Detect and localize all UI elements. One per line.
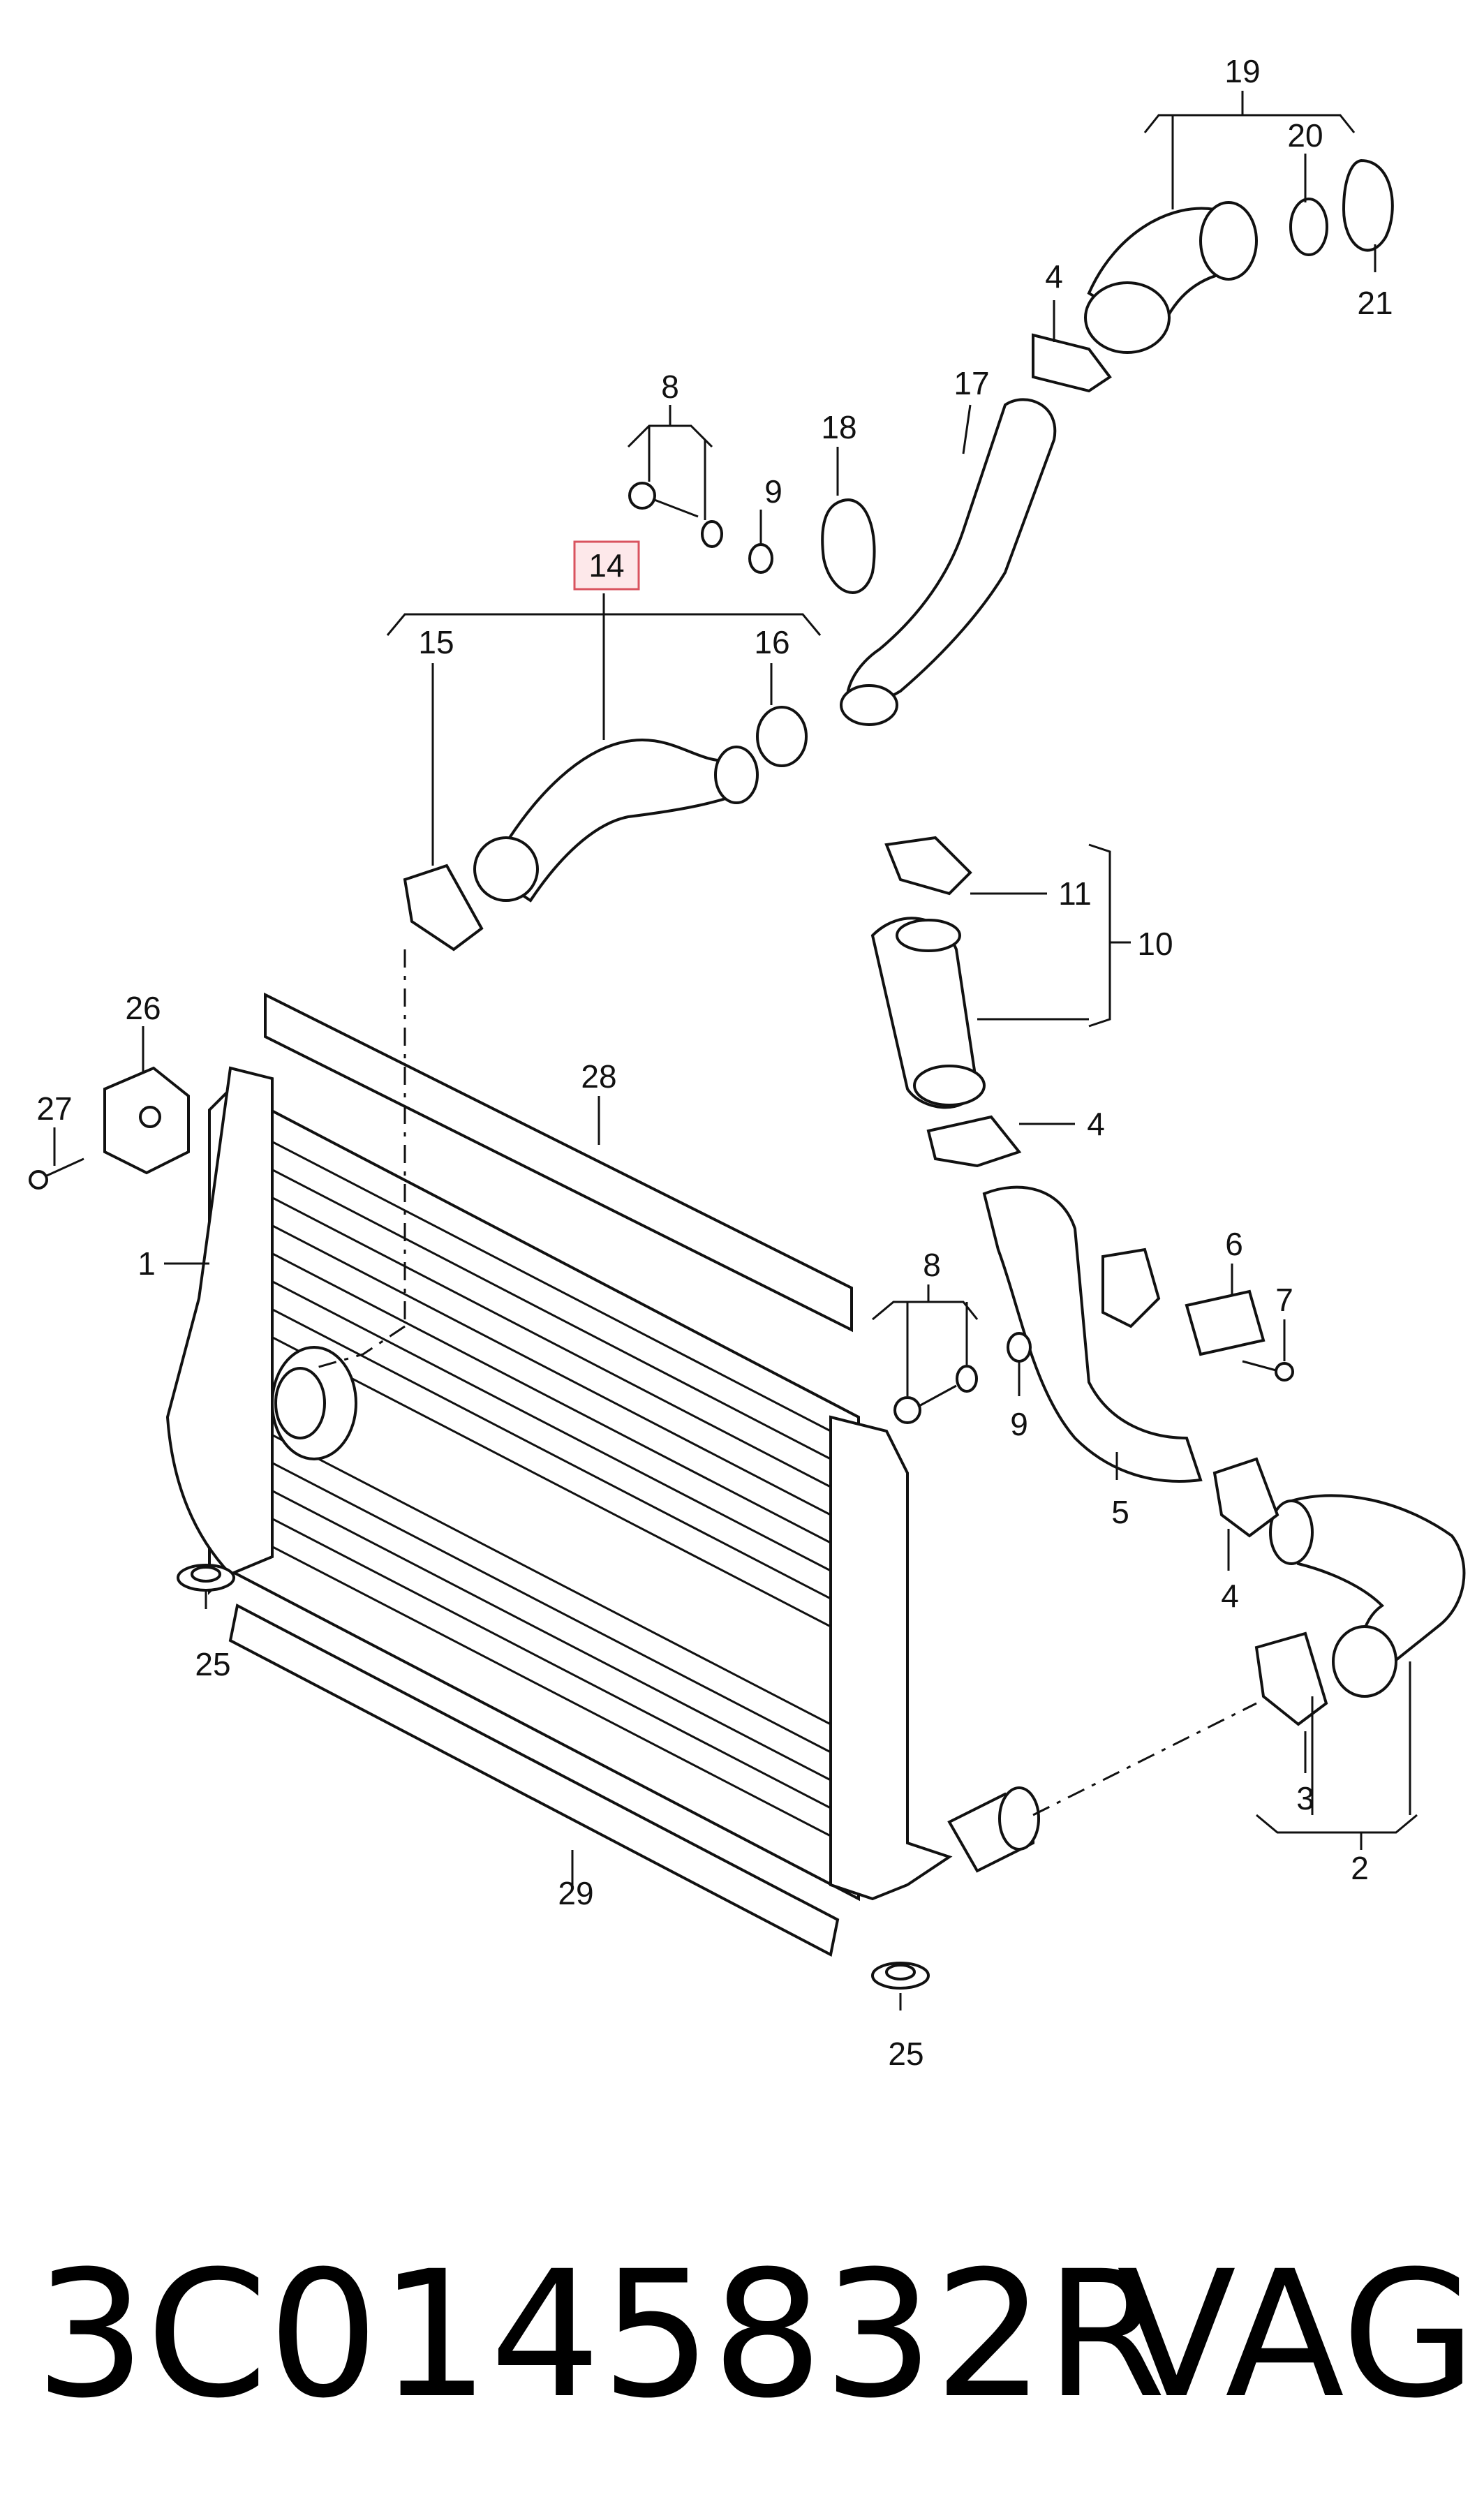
callout-5: 5 <box>1111 1494 1129 1530</box>
seal-ring-20 <box>1289 198 1328 256</box>
callout-26: 26 <box>125 990 161 1026</box>
charge-air-hose-2 <box>1269 1494 1466 1698</box>
bolt-upper <box>628 482 773 574</box>
bracket <box>103 1066 190 1175</box>
air-guide-upper <box>264 992 853 1333</box>
part-number: 3C0145832R <box>35 2233 1166 2436</box>
intercooler-radiator <box>165 1066 1040 1902</box>
hose-clamp-11 <box>884 836 972 896</box>
callout-8-lower: 8 <box>923 1247 941 1283</box>
gasket-18 <box>821 498 876 594</box>
callout-18: 18 <box>821 409 856 445</box>
charge-air-hose-14 <box>473 738 759 903</box>
bolt-lower <box>893 1332 1032 1424</box>
callout-2: 2 <box>1351 1850 1369 1886</box>
callout-14: 14 <box>588 547 624 584</box>
hose-clamp-lower-4 <box>1212 1457 1279 1538</box>
callout-4-middle: 4 <box>1087 1106 1105 1142</box>
hose-clamp-15 <box>403 864 484 951</box>
elbow-hose-upper <box>1084 201 1258 354</box>
gasket-21 <box>1342 158 1394 252</box>
callout-8-upper: 8 <box>661 369 679 405</box>
hose-clamp-3 <box>1254 1631 1328 1726</box>
callout-28: 28 <box>581 1058 616 1095</box>
rubber-mount-right <box>871 1962 930 1990</box>
charge-air-hose-10 <box>870 917 986 1109</box>
screw-bracket <box>29 1157 84 1190</box>
hose-clamp-upper <box>1032 333 1112 393</box>
pressure-sensor <box>1185 1289 1266 1356</box>
callout-9-lower: 9 <box>1010 1406 1028 1442</box>
callout-20: 20 <box>1287 117 1323 154</box>
flow-line-right <box>1032 1702 1257 1816</box>
callout-labels: 19 20 21 4 17 8 18 9 14 15 16 11 10 26 2… <box>36 53 1393 2072</box>
screw-sensor <box>1242 1360 1294 1382</box>
callout-3: 3 <box>1296 1780 1314 1816</box>
rubber-mount-left <box>177 1564 235 1592</box>
callout-6: 6 <box>1225 1226 1243 1262</box>
hose-clamp-middle <box>926 1115 1022 1168</box>
callout-15: 15 <box>418 624 454 660</box>
highlight-box-14 <box>573 540 640 591</box>
callout-27: 27 <box>36 1090 72 1127</box>
callout-25-left: 25 <box>195 1646 230 1682</box>
air-guide-lower <box>228 1603 840 1957</box>
brand-name: VAG <box>1117 2233 1477 2436</box>
callout-19: 19 <box>1224 53 1260 89</box>
callout-11: 11 <box>1058 875 1092 912</box>
callout-1: 1 <box>138 1245 156 1282</box>
callout-4-top: 4 <box>1045 258 1063 295</box>
callout-7: 7 <box>1275 1282 1293 1318</box>
callout-16: 16 <box>754 624 789 660</box>
charge-air-pipe-upper <box>840 398 1057 726</box>
callout-21: 21 <box>1357 285 1393 321</box>
callout-25-right: 25 <box>888 2036 923 2072</box>
leader-lines <box>53 91 1418 2010</box>
callout-4-lower: 4 <box>1221 1578 1239 1614</box>
callout-10: 10 <box>1137 926 1173 962</box>
charge-air-pipe-lower <box>982 1185 1203 1483</box>
o-ring-16 <box>756 706 808 767</box>
part-number-bar: 3C0145832R VAG <box>0 2220 1484 2450</box>
flow-line-left-bend <box>313 1325 406 1370</box>
callout-17: 17 <box>954 365 989 401</box>
callout-29: 29 <box>558 1875 593 1911</box>
callout-9-upper: 9 <box>764 473 782 510</box>
